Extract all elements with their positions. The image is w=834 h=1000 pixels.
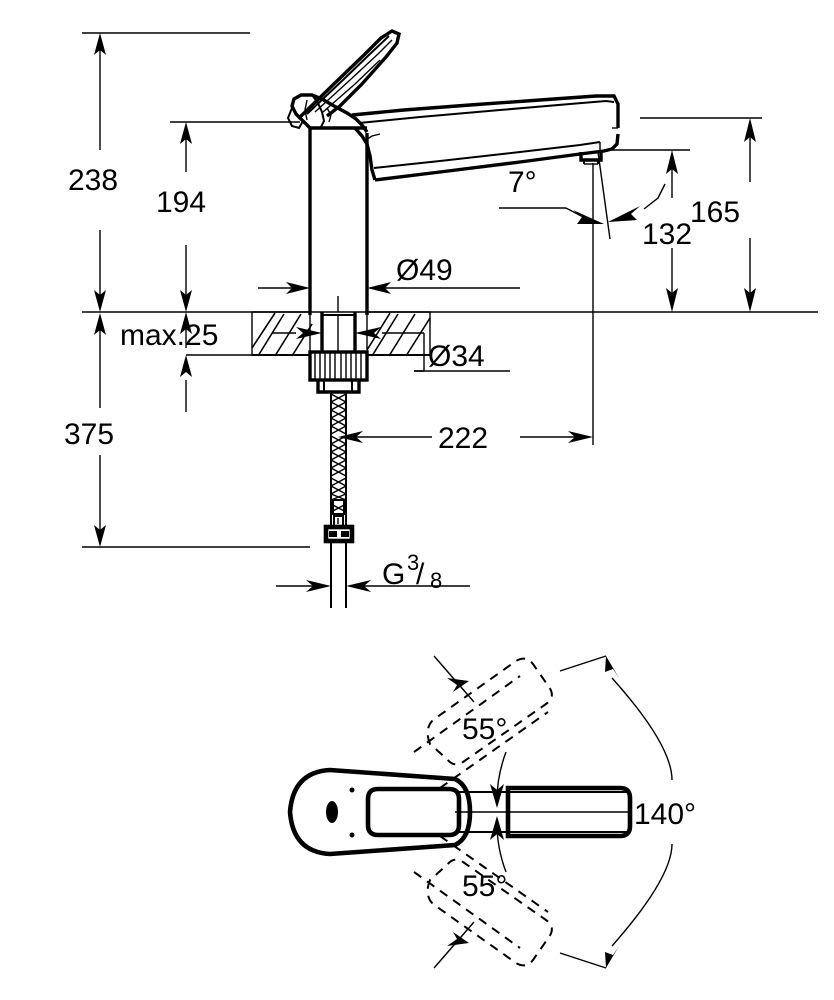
- plan-spout-dashed-lower: [413, 835, 553, 967]
- dimension-165: 165: [640, 117, 762, 312]
- dimension-194: 194: [156, 121, 300, 312]
- dimension-222: 222: [338, 163, 594, 455]
- dimension-238-label: 238: [68, 164, 118, 197]
- plan-view-group: 55° 55° 140°: [287, 655, 696, 969]
- dimension-140-label: 140°: [634, 798, 696, 831]
- plan-indicator-slot: [326, 801, 338, 823]
- faucet-body-column: [308, 126, 369, 315]
- lever-handle-arm: [297, 29, 401, 120]
- dimension-thread-denominator: 8: [430, 568, 442, 593]
- hose-braid-pattern: [330, 393, 347, 513]
- plan-base-body: [287, 767, 473, 857]
- dimension-thread-numerator: 3: [407, 550, 419, 575]
- dimension-max25-label: max.25: [120, 319, 218, 352]
- dimension-238: 238: [68, 32, 250, 312]
- dimension-55-upper-label: 55°: [462, 713, 507, 746]
- countertop-hatch-right: [366, 311, 431, 357]
- dimension-165-label: 165: [690, 196, 740, 229]
- dimension-55-lower: 55°: [433, 816, 507, 969]
- plan-spout-dashed-upper: [413, 657, 553, 789]
- dimension-max25: max.25: [120, 312, 300, 412]
- fixing-nut: [308, 350, 369, 394]
- dimension-7deg: 7°: [499, 151, 666, 240]
- plan-dot-lower: [349, 832, 355, 838]
- dimension-diameter-34-label: Ø34: [428, 340, 485, 373]
- dimension-194-label: 194: [156, 186, 206, 219]
- countertop-hatch-left: [251, 311, 313, 357]
- hose-end-fitting: [323, 524, 355, 600]
- spout-arm: [351, 94, 620, 182]
- flexible-hose: [330, 392, 347, 527]
- dimension-diameter-49: Ø49: [258, 254, 520, 294]
- mounting-shank: [320, 312, 357, 352]
- plan-dot-upper: [349, 787, 355, 793]
- dimension-thread-g38: G 3 / 8: [276, 550, 470, 593]
- dimension-55-upper: 55°: [433, 655, 507, 808]
- dimension-thread-label-g: G: [382, 558, 405, 591]
- plan-spout-solid: [455, 785, 633, 839]
- dimension-7deg-label: 7°: [508, 166, 537, 199]
- dimension-55-lower-label: 55°: [462, 870, 507, 903]
- dimension-222-label: 222: [438, 422, 488, 455]
- dimension-375-label: 375: [64, 418, 114, 451]
- lever-housing: [286, 93, 369, 133]
- spout-aerator-outlet: [579, 151, 603, 165]
- dimension-thread-slash: /: [416, 558, 425, 591]
- dimension-140-arc: 140°: [559, 655, 696, 969]
- plan-lever-pad: [365, 786, 462, 838]
- side-elevation-group: 238 194 375 max.25: [64, 29, 818, 608]
- dimension-375: 375: [64, 313, 310, 548]
- dimension-diameter-34: Ø34: [272, 327, 510, 373]
- dimension-132: 132: [604, 149, 692, 312]
- dimension-diameter-49-label: Ø49: [396, 254, 453, 287]
- dimension-132-label: 132: [642, 218, 692, 251]
